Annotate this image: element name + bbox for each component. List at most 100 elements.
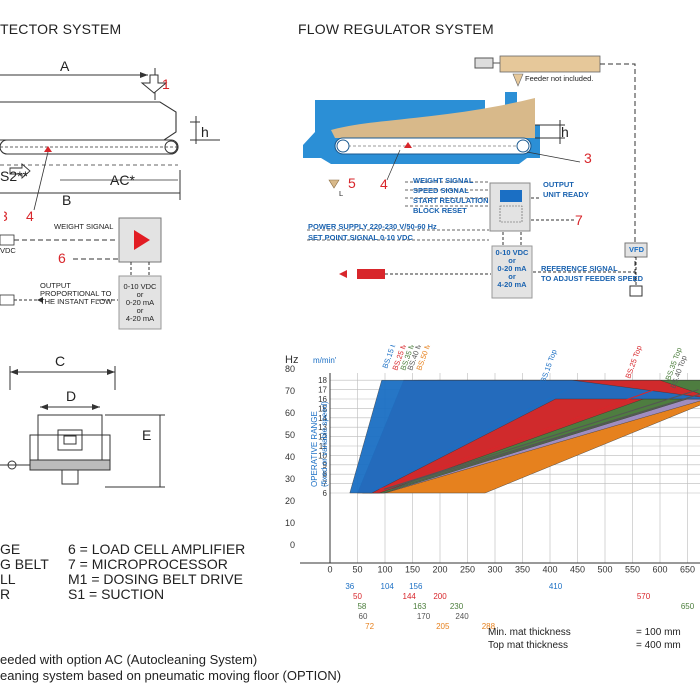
top-thickness-value: = 400 mm <box>636 640 681 651</box>
arrowhead-icon <box>107 369 115 375</box>
section-window <box>57 429 83 451</box>
min-thickness-label: Min. mat thickness <box>488 627 571 638</box>
callout-1: 1 <box>162 76 170 92</box>
amplifier-play-icon <box>134 230 150 250</box>
reference-signal-label: REFERENCE SIGNAL TO ADJUST FEEDER SPEED <box>541 264 644 283</box>
legend-line: GE <box>0 541 21 557</box>
display-box <box>0 294 15 306</box>
speed-tick-label: 16 <box>318 395 327 404</box>
speed-tick-label: 11 <box>319 442 328 451</box>
dimension-h-label: h <box>201 124 209 140</box>
operative-range-chart: 0501001502002503003504004505005506006507… <box>285 345 700 631</box>
arrowhead-icon <box>10 369 18 375</box>
right-section-title: FLOW REGULATOR SYSTEM <box>298 21 494 37</box>
dimension-e-label: E <box>142 427 152 443</box>
x-tick-label: 400 <box>542 564 557 574</box>
value-label: 650 <box>681 602 695 611</box>
callout-4-left: 4 <box>26 208 34 224</box>
value-label: 156 <box>409 582 423 591</box>
speed-tick-label: 10 <box>318 451 327 460</box>
drum-left <box>336 139 350 153</box>
arrowhead-icon <box>37 297 43 303</box>
value-label: 570 <box>637 592 651 601</box>
legend-line: LL <box>0 571 16 587</box>
legend-line: G BELT <box>0 556 49 572</box>
feeder-body <box>499 55 601 73</box>
left-section-title: TECTOR SYSTEM <box>0 21 122 37</box>
value-label: 144 <box>403 592 417 601</box>
range-edge-line <box>371 389 567 490</box>
material-layer <box>331 98 535 138</box>
legend-line: R <box>0 586 11 602</box>
start-regulation-label: START REGULATION <box>413 196 489 205</box>
feed-arrow-icon <box>140 74 168 94</box>
indicator-bar <box>357 269 385 279</box>
range-edge-line <box>391 393 700 490</box>
output-unit-ready-label: OUTPUT UNIT READY <box>543 180 589 199</box>
hz-axis-title: Hz <box>285 354 298 366</box>
suction-arrow-icon <box>9 163 31 179</box>
x-tick-label: 100 <box>377 564 392 574</box>
x-tick-label: 450 <box>570 564 585 574</box>
callout-7: 7 <box>575 212 583 228</box>
section-view-diagram <box>0 366 165 488</box>
hz-tick-label: 40 <box>285 452 295 462</box>
value-label: 230 <box>450 602 464 611</box>
weight-signal-label: WEIGHT SIGNAL <box>54 222 114 231</box>
x-tick-label: 600 <box>652 564 667 574</box>
vfd-motor-icon <box>629 285 643 297</box>
value-label: 288 <box>482 622 496 631</box>
value-label: 104 <box>381 582 395 591</box>
speed-tick-label: 9 <box>323 461 328 470</box>
callout-3: 3 <box>584 150 592 166</box>
dimension-d-label: D <box>66 388 77 404</box>
power-supply-label: POWER SUPPLY 220-230 V/50-60 Hz <box>308 222 437 231</box>
vdc-label: VDC <box>0 246 16 255</box>
value-label: 60 <box>359 612 368 621</box>
leader-line <box>526 151 581 163</box>
legend-right: 6 = LOAD CELL AMPLIFIER 7 = MICROPROCESS… <box>68 542 245 602</box>
hz-tick-label: 60 <box>285 408 295 418</box>
value-label: 36 <box>345 582 354 591</box>
dimension-ac-label: AC* <box>110 172 135 188</box>
value-label: 163 <box>413 602 427 611</box>
range-area-bs15 <box>349 380 700 494</box>
x-tick-label: 50 <box>352 564 362 574</box>
load-cell-icon <box>44 146 52 152</box>
arrowhead-icon <box>40 404 48 410</box>
x-tick-label: 500 <box>597 564 612 574</box>
range-edge-line <box>379 389 655 490</box>
value-label: 240 <box>455 612 469 621</box>
speed-tick-label: 17 <box>318 386 327 395</box>
feeder-motor <box>474 57 494 69</box>
value-label: 170 <box>417 612 431 621</box>
x-tick-label: 350 <box>515 564 530 574</box>
callout-5: 5 <box>348 175 356 191</box>
right-output-ranges: 0-10 VDC or 0-20 mA or 4-20 mA <box>495 248 529 289</box>
speed-axis-title: m/min' <box>313 356 337 365</box>
output-range-box <box>491 245 533 299</box>
left-output-ranges: 0-10 VDC or 0-20 mA or 4-20 mA <box>123 282 157 323</box>
speed-tick-label: 14 <box>318 414 327 423</box>
dimension-l-label: L <box>339 189 344 198</box>
top-thickness-label: Top mat thickness <box>488 640 569 651</box>
indicator-arrow-icon <box>339 270 347 278</box>
hood-outline <box>0 101 177 141</box>
value-label: 58 <box>357 602 366 611</box>
x-tick-label: 0 <box>327 564 332 574</box>
speed-tick-label: 18 <box>318 376 327 385</box>
arrowhead-icon <box>140 72 148 78</box>
legend-line: M1 = DOSING BELT DRIVE <box>68 571 243 587</box>
hz-tick-label: 80 <box>285 364 295 374</box>
legend-line: S1 = SUCTION <box>68 586 165 602</box>
range-edge-line <box>383 389 699 490</box>
hz-tick-label: 50 <box>285 430 295 440</box>
y-axis-label-2: (fixed or variable speed) <box>320 401 329 487</box>
callout-3-left: 3 <box>0 208 8 224</box>
speed-tick-label: 6 <box>323 489 328 498</box>
discharge-icon <box>328 179 340 189</box>
controller-display <box>500 190 522 202</box>
block-reset-label: BLOCK RESET <box>413 206 467 215</box>
section-base <box>61 469 79 485</box>
